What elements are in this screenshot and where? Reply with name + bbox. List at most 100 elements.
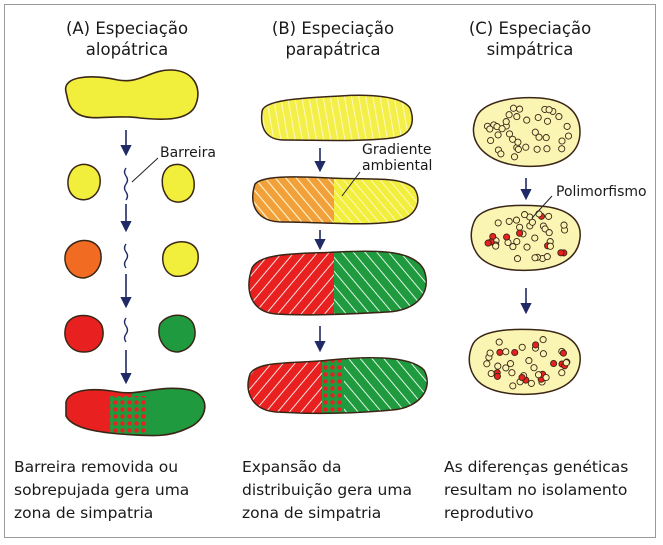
allele-dot: [532, 341, 540, 349]
allele-dot: [494, 219, 502, 227]
allele-dot: [510, 153, 519, 161]
title-b-line2: parapátrica: [285, 40, 381, 59]
title-c-line2: simpátrica: [486, 40, 574, 59]
caption-a-line2: sobrepujada gera uma: [14, 481, 190, 499]
caption-b-line3: zona de simpatria: [242, 504, 382, 522]
polymorphism-pointer: [531, 195, 553, 219]
column-b-shapes: [247, 94, 428, 415]
allele-dot: [484, 239, 492, 247]
allele-dot: [539, 336, 547, 344]
allele-dot: [509, 135, 517, 143]
allele-dot: [531, 234, 539, 242]
allele-dot: [514, 145, 522, 153]
allele-dot: [516, 223, 524, 231]
allele-dot: [495, 338, 503, 346]
allele-dot: [555, 113, 563, 121]
allele-dot: [518, 373, 526, 382]
column-a-shapes: [64, 69, 206, 437]
allele-dot: [497, 150, 505, 158]
allele-dot: [527, 379, 535, 387]
allele-dot: [559, 349, 567, 357]
title-allopatric: (A) Especiação alopátrica: [37, 18, 217, 60]
a-pop-right-1: [161, 163, 195, 203]
allele-dot: [487, 136, 495, 145]
allele-dot: [562, 359, 570, 367]
gradient-label-line2: ambiental: [362, 158, 433, 174]
allele-dot: [505, 111, 513, 119]
barrier-pointer: [131, 157, 159, 183]
allele-dot: [534, 113, 542, 122]
allele-dot: [502, 118, 510, 126]
caption-c-line2: resultam no isolamento: [444, 481, 628, 499]
caption-allopatric: Barreira removida ou sobrepujada gera um…: [14, 456, 189, 525]
a-pop-left-1: [67, 163, 101, 201]
caption-a-line3: zona de simpatria: [14, 504, 154, 522]
polymorphism-label: Polimorfismo: [556, 184, 647, 200]
caption-b-line2: distribuição gera uma: [242, 481, 412, 499]
allele-dot: [502, 348, 510, 356]
allele-dot: [531, 128, 539, 136]
b-ancestral-population: [260, 94, 413, 142]
allele-dot: [487, 369, 495, 378]
caption-c-line1: As diferenças genéticas: [444, 458, 629, 476]
allele-dot: [518, 343, 526, 351]
allele-dot: [516, 229, 524, 237]
allele-dot: [558, 369, 566, 377]
caption-b-line1: Expansão da: [242, 458, 342, 476]
gradient-pointer: [341, 171, 361, 197]
allele-dot: [513, 113, 521, 121]
allele-dot: [514, 138, 522, 146]
column-c-shapes: [468, 96, 581, 396]
b-gradient-population: [252, 176, 419, 225]
allele-dot: [563, 122, 571, 130]
title-b-line1: (B) Especiação: [271, 19, 395, 38]
caption-a-line1: Barreira removida ou: [14, 458, 179, 476]
a-barrier-1: [123, 167, 129, 201]
allele-dot: [543, 253, 551, 261]
title-sympatric: (C) Especiação simpátrica: [440, 18, 620, 60]
allele-dot: [503, 233, 511, 241]
a-barrier-2: [123, 243, 129, 269]
allele-dot: [558, 145, 566, 153]
a-ancestral-population: [65, 69, 199, 121]
allele-dot: [513, 237, 521, 246]
allele-dot: [558, 137, 566, 145]
allele-dot: [486, 125, 494, 133]
allele-dot: [508, 369, 516, 377]
allele-dot: [483, 360, 491, 368]
b-diverging-population: [248, 250, 427, 316]
allele-dot: [493, 372, 501, 380]
title-parapatric: (B) Especiação parapátrica: [243, 18, 423, 60]
allele-dot: [521, 211, 529, 219]
allele-dot: [531, 254, 539, 262]
b-sympatry-population: [247, 357, 428, 415]
allele-dot: [511, 348, 519, 357]
allele-dot: [502, 364, 510, 372]
allele-dot: [509, 104, 518, 112]
allele-dot: [512, 216, 521, 224]
gradient-label-line1: Gradiente: [362, 142, 432, 158]
allele-dot: [492, 242, 500, 250]
title-a-line1: (A) Especiação: [65, 19, 189, 38]
allele-dot: [545, 212, 553, 220]
c-polymorphic-alleles: [484, 210, 569, 263]
allele-dot: [545, 106, 553, 114]
allele-dot: [523, 243, 531, 251]
allele-dot: [509, 243, 517, 251]
allele-dot: [535, 210, 543, 218]
allele-dot: [560, 221, 568, 229]
allele-dot: [535, 133, 543, 141]
caption-sympatric: As diferenças genéticas resultam no isol…: [444, 456, 628, 525]
a-pop-left-2: [64, 239, 102, 279]
allele-dot: [496, 348, 504, 356]
allele-dot: [539, 350, 547, 358]
caption-c-line3: reprodutivo: [444, 504, 534, 522]
a-barrier-3: [123, 317, 129, 343]
allele-dot: [545, 229, 553, 237]
allele-dot: [513, 255, 522, 263]
allele-dot: [533, 145, 541, 153]
allele-dot: [505, 130, 514, 138]
c-ancestral-alleles: [483, 104, 573, 161]
a-merged-population: [65, 387, 206, 437]
